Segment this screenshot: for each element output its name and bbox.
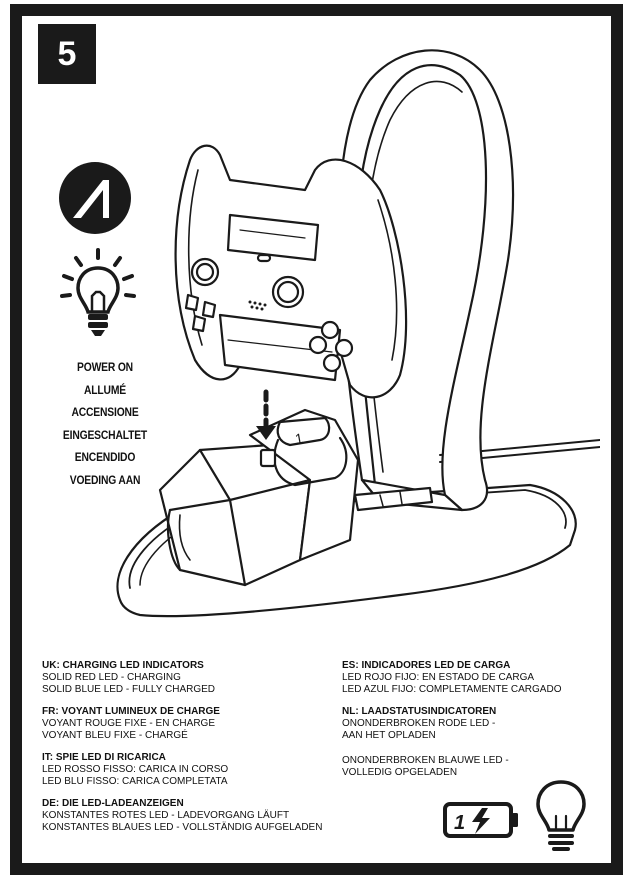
instruction-line: ONONDERBROKEN RODE LED - [342,718,496,729]
controller-illustration [174,144,408,399]
battery-charging-icon: 1 [443,802,518,838]
power-on-label: ENCENDIDO [74,450,136,464]
slot-number-label: 1 [294,430,305,447]
charging-dock-illustration: 1 [116,49,600,618]
power-on-label: EINGESCHALTET [62,427,148,442]
instruction-line: KONSTANTES ROTES LED - LADEVORGANG LÄUFT [42,810,290,821]
step-number-badge: 5 [38,24,96,84]
power-on-label: VOEDING AAN [69,472,141,487]
headset-stand [337,49,515,512]
instruction-title: FR: VOYANT LUMINEUX DE CHARGE [42,706,220,717]
step-number: 5 [57,34,77,73]
instruction-line: VOYANT ROUGE FIXE - EN CHARGE [42,718,215,729]
instruction-line: LED BLU FISSO: CARICA COMPLETATA [42,775,228,787]
light-bulb-icon [60,248,136,336]
light-bulb-outline-icon [536,780,586,851]
instruction-line: ONONDERBROKEN BLAUWE LED - [342,755,509,766]
instruction-title: IT: SPIE LED DI RICARICA [42,752,166,763]
instruction-block-uk: UK: CHARGING LED INDICATORS SOLID RED LE… [42,660,332,695]
instruction-block-nl-extra: ONONDERBROKEN BLAUWE LED - VOLLEDIG OPGE… [342,755,632,778]
instruction-line: SOLID BLUE LED - FULLY CHARGED [42,683,216,695]
power-on-label: ACCENSIONE [71,405,139,419]
instruction-block-fr: FR: VOYANT LUMINEUX DE CHARGE VOYANT ROU… [42,706,332,741]
instruction-line: LED ROSSO FISSO: CARICA IN CORSO [42,764,229,775]
battery-label: 1 [454,812,465,834]
instruction-line: SOLID RED LED - CHARGING [42,672,181,683]
brand-logo-icon [59,162,131,234]
power-on-label: POWER ON [77,360,133,374]
instruction-title: UK: CHARGING LED INDICATORS [42,660,204,671]
instruction-line: KONSTANTES BLAUES LED - VOLLSTÄNDIG AUFG… [42,821,323,833]
instructions-right-column: ES: INDICADORES LED DE CARGA LED ROJO FI… [342,660,632,789]
instruction-block-de: DE: DIE LED-LADEANZEIGEN KONSTANTES ROTE… [42,798,332,833]
instruction-block-es: ES: INDICADORES LED DE CARGA LED ROJO FI… [342,660,632,695]
usb-c-port [259,448,277,468]
instruction-title: ES: INDICADORES LED DE CARGA [342,660,511,671]
led-instructions: UK: CHARGING LED INDICATORS SOLID RED LE… [42,660,602,860]
power-on-labels: POWER ON ALLUMÉ ACCENSIONE EINGESCHALTET… [50,356,160,491]
instruction-line: VOLLEDIG OPGELADEN [342,766,458,778]
instruction-line: VOYANT BLEU FIXE - CHARGÉ [42,729,188,741]
charger-dock-2 [248,408,360,562]
instruction-line: LED ROJO FIJO: EN ESTADO DE CARGA [342,672,535,683]
instruction-line: AAN HET OPLADEN [342,729,436,741]
instruction-block-it: IT: SPIE LED DI RICARICA LED ROSSO FISSO… [42,752,332,787]
instruction-block-nl: NL: LAADSTATUSINDICATOREN ONONDERBROKEN … [342,706,632,741]
instruction-line: LED AZUL FIJO: COMPLETAMENTE CARGADO [342,683,562,695]
charger-dock-1 [158,443,312,587]
power-on-label: ALLUMÉ [84,382,126,397]
instructions-left-column: UK: CHARGING LED INDICATORS SOLID RED LE… [42,660,332,844]
instruction-title: NL: LAADSTATUSINDICATOREN [342,706,497,717]
instruction-title: DE: DIE LED-LADEANZEIGEN [42,798,184,809]
